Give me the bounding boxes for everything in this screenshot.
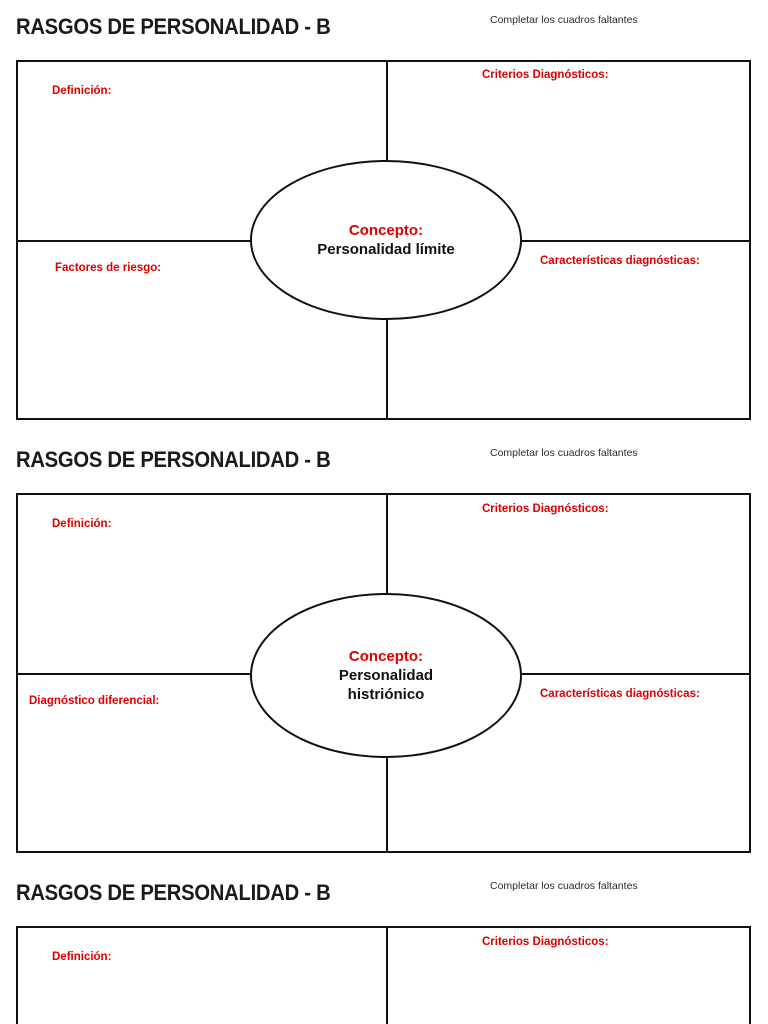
page-title: RASGOS DE PERSONALIDAD - B: [16, 447, 331, 472]
concept-value-line-1: Personalidad: [338, 667, 434, 684]
concept-map-section-3: RASGOS DE PERSONALIDAD - B Completar los…: [0, 880, 768, 1024]
horizontal-divider-right: [522, 240, 749, 242]
instruction-text: Completar los cuadros faltantes: [490, 14, 638, 26]
quadrant-label-definicion: Definición:: [52, 85, 112, 97]
concept-label: Concepto:: [348, 648, 424, 665]
concept-value: Personalidad límite: [317, 241, 455, 258]
quadrant-label-caracteristicas-diagnosticas: Características diagnósticas:: [540, 688, 700, 700]
concept-ellipse-1: Concepto: Personalidad límite: [250, 160, 522, 320]
quadrant-label-caracteristicas-diagnosticas: Características diagnósticas:: [540, 255, 700, 267]
quadrant-label-criterios-diagnosticos: Criterios Diagnósticos:: [482, 69, 609, 81]
page-title: RASGOS DE PERSONALIDAD - B: [16, 14, 331, 39]
quadrant-frame-2: Concepto: Personalidad histriónico Defin…: [16, 493, 751, 853]
instruction-text: Completar los cuadros faltantes: [490, 880, 638, 892]
quadrant-label-diagnostico-diferencial: Diagnóstico diferencial:: [29, 695, 160, 707]
concept-ellipse-2: Concepto: Personalidad histriónico: [250, 593, 522, 758]
instruction-text: Completar los cuadros faltantes: [490, 447, 638, 459]
page-title: RASGOS DE PERSONALIDAD - B: [16, 880, 331, 905]
concept-value-line-2: histriónico: [347, 686, 425, 703]
horizontal-divider-left: [18, 673, 252, 675]
quadrant-label-definicion: Definición:: [52, 951, 112, 963]
quadrant-frame-1: Concepto: Personalidad límite Definición…: [16, 60, 751, 420]
concept-map-section-2: RASGOS DE PERSONALIDAD - B Completar los…: [0, 447, 768, 867]
quadrant-frame-3: Definición: Criterios Diagnósticos:: [16, 926, 751, 1024]
horizontal-divider-left: [18, 240, 252, 242]
quadrant-label-factores-de-riesgo: Factores de riesgo:: [55, 262, 162, 274]
concept-map-section-1: RASGOS DE PERSONALIDAD - B Completar los…: [0, 14, 768, 434]
quadrant-label-definicion: Definición:: [52, 518, 112, 530]
vertical-divider: [386, 928, 388, 1024]
horizontal-divider-right: [522, 673, 749, 675]
quadrant-label-criterios-diagnosticos: Criterios Diagnósticos:: [482, 936, 609, 948]
concept-label: Concepto:: [348, 222, 424, 239]
quadrant-label-criterios-diagnosticos: Criterios Diagnósticos:: [482, 503, 609, 515]
